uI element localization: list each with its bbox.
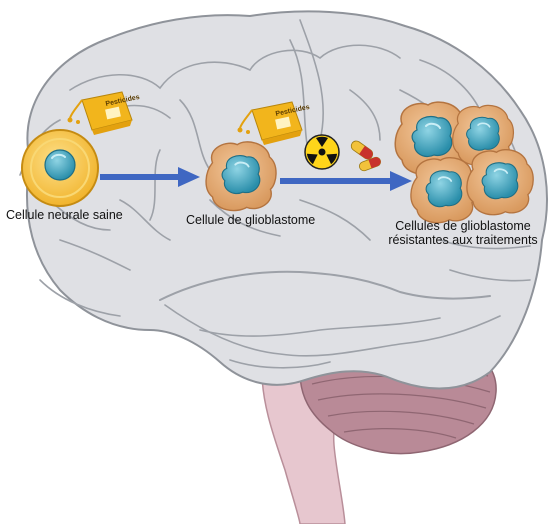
label-resistant-cells-line1: Cellules de glioblastome [395, 219, 531, 233]
arrow-tumor-to-resistant [280, 171, 412, 191]
healthy-neural-cell [21, 129, 99, 207]
pill-icon [350, 140, 382, 172]
glioblastoma-cell [205, 140, 277, 212]
label-resistant-cells-line2: résistantes aux traitements [388, 233, 538, 247]
radiation-icon [304, 134, 340, 170]
spill-icon [237, 109, 253, 134]
label-glioblastoma-cell: Cellule de glioblastome [186, 213, 316, 227]
label-healthy-cell: Cellule neurale saine [6, 208, 123, 222]
arrow-healthy-to-tumor [100, 167, 200, 187]
spill-icon [67, 99, 83, 124]
